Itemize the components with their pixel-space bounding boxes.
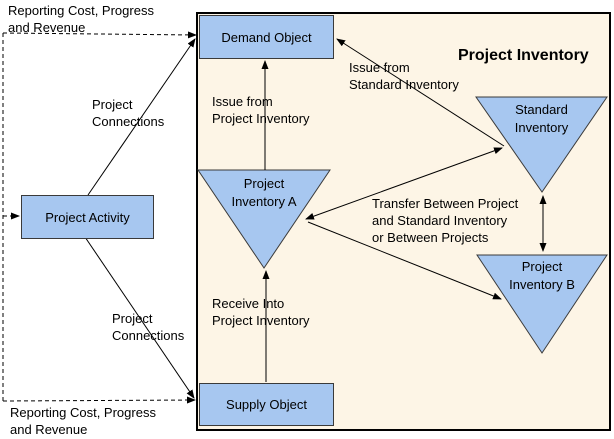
project-connections-label-bottom: Project Connections: [112, 311, 185, 343]
transfer-between-label: Transfer Between Project and Standard In…: [372, 196, 519, 245]
project-inventory-title: Project Inventory: [458, 47, 589, 64]
connection-activity-to-supply: [84, 236, 195, 399]
standard-inventory-triangle: [475, 96, 608, 193]
reporting-dashed-line-bottom: [2, 396, 196, 404]
supply-object-label: Supply Object: [226, 397, 307, 412]
reporting-label-bottom: Reporting Cost, Progress and Revenue: [10, 405, 156, 437]
connection-activity-to-demand: [87, 38, 196, 196]
flow-issue-from-standard-inventory: [336, 38, 505, 147]
issue-from-standard-inventory-label: Issue from Standard Inventory: [349, 60, 459, 92]
project-inventory-b-triangle: [476, 254, 608, 354]
flow-transfer-a-standard: [305, 147, 503, 220]
project-inventory-a-label: Project Inventory A: [231, 176, 297, 209]
demand-object-label: Demand Object: [221, 29, 312, 45]
project-activity-node: Project Activity: [21, 195, 154, 239]
project-connections-label-top: Project Connections: [92, 97, 165, 129]
demand-object-node: Demand Object: [199, 15, 334, 59]
receive-into-project-inventory-label: Receive Into Project Inventory: [212, 296, 310, 328]
project-activity-label: Project Activity: [45, 209, 130, 225]
supply-object-node: Supply Object: [199, 383, 334, 426]
flow-transfer-a-to-b: [307, 221, 502, 300]
reporting-label-top: Reporting Cost, Progress and Revenue: [8, 3, 154, 35]
project-inventory-b-label: Project Inventory B: [509, 259, 575, 292]
standard-inventory-label: Standard Inventory: [514, 102, 569, 135]
issue-from-project-inventory-label: Issue from Project Inventory: [212, 94, 310, 126]
project-inventory-a-triangle: [197, 169, 331, 269]
